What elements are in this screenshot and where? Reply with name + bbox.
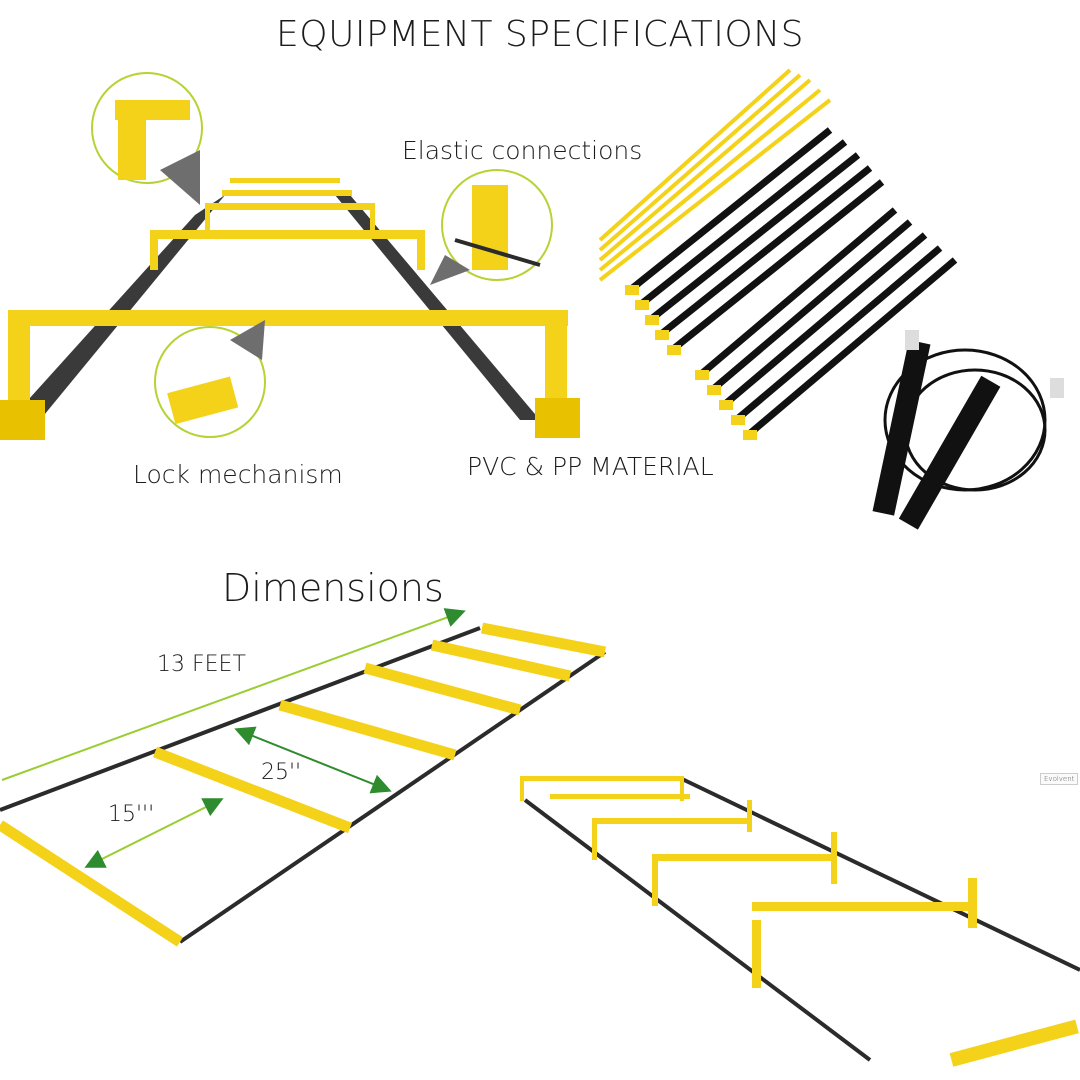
page-title: EQUIPMENT SPECIFICATIONS [275, 14, 804, 55]
length-label: 13 FEET [157, 652, 246, 677]
elastic-connections-label: Elastic connections [402, 136, 643, 165]
flat-ladder [0, 608, 607, 947]
rung-spacing-label: 25'' [261, 760, 302, 785]
hurdle-ladder-top [0, 72, 580, 440]
hurdle-bars-bundle [598, 68, 958, 440]
width-label: 15''' [108, 802, 155, 827]
jump-rope [872, 330, 1064, 530]
lock-mechanism-label: Lock mechanism [133, 460, 343, 489]
dimensions-heading: Dimensions [222, 566, 444, 610]
brand-tag: Evolvent [1040, 773, 1079, 785]
hurdle-ladder-bottom [520, 776, 1080, 1067]
material-label: PVC & PP MATERIAL [467, 452, 714, 481]
